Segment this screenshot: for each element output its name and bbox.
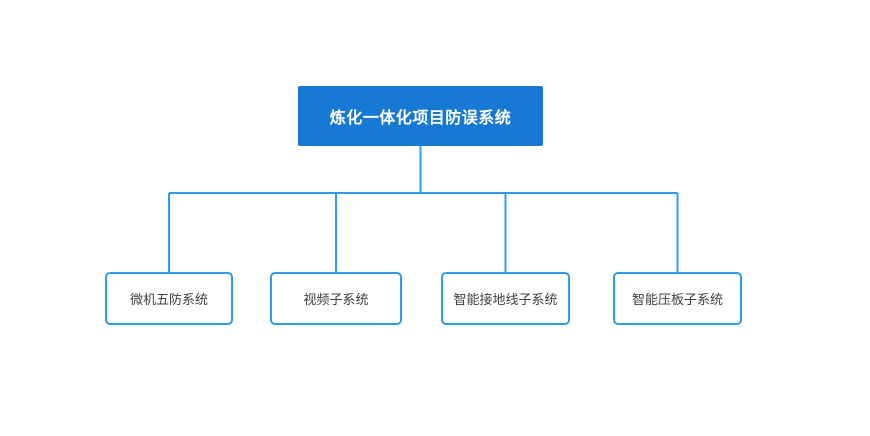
child-node-3-label: 智能接地线子系统 — [453, 292, 558, 307]
child-node-4-label: 智能压板子系统 — [631, 292, 723, 307]
child-node-3[interactable]: 智能接地线子系统 — [441, 272, 570, 325]
child-node-2[interactable]: 视频子系统 — [270, 272, 402, 325]
child-node-4[interactable]: 智能压板子系统 — [613, 272, 742, 325]
root-node[interactable]: 炼化一体化项目防误系统 — [298, 86, 543, 146]
child-node-1-label: 微机五防系统 — [129, 292, 208, 307]
child-node-2-label: 视频子系统 — [303, 292, 369, 307]
root-node-label: 炼化一体化项目防误系统 — [329, 110, 512, 127]
child-node-1[interactable]: 微机五防系统 — [105, 272, 233, 325]
